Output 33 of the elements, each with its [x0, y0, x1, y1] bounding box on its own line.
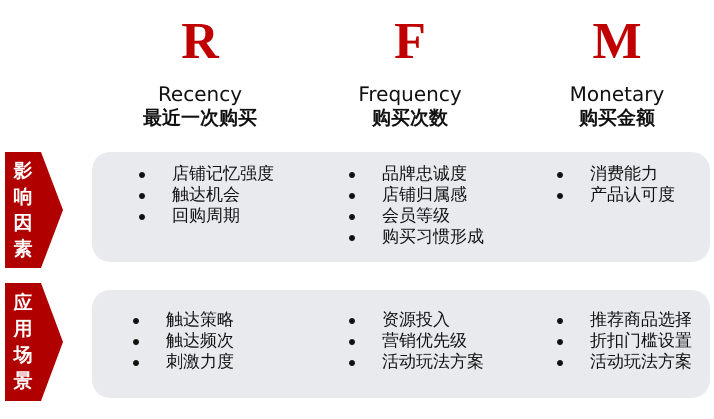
- rounded-panel: [92, 152, 710, 262]
- bullet-item: 店铺归属感: [382, 185, 467, 206]
- bullet-item: 产品认可度: [590, 185, 675, 206]
- bullet-item: 品牌忠诚度: [382, 164, 467, 185]
- row-heading: 应用场景: [13, 291, 33, 394]
- bullet-item: 触达频次: [166, 331, 234, 352]
- bullet-item: 触达机会: [172, 185, 240, 206]
- bullet-item: 刺激力度: [166, 352, 234, 373]
- bullet-item: 触达策略: [166, 310, 234, 331]
- bullet-item: 会员等级: [382, 206, 450, 227]
- bullet-item: 购买习惯形成: [382, 227, 484, 248]
- chevron-banner: [5, 152, 63, 268]
- column-subtitle: 最近一次购买: [142, 106, 258, 130]
- column-title: Monetary: [568, 82, 666, 106]
- chevron-banner: [5, 283, 63, 401]
- bullet-item: 推荐商品选择: [590, 310, 692, 331]
- bullet-item: 营销优先级: [382, 331, 467, 352]
- bullet-item: 活动玩法方案: [590, 352, 692, 373]
- bullet-item: 活动玩法方案: [382, 352, 484, 373]
- column-letter: F: [393, 14, 427, 70]
- rounded-panel: [92, 290, 710, 398]
- column-subtitle: 购买次数: [370, 106, 449, 130]
- bullet-item: 店铺记忆强度: [172, 164, 274, 185]
- bullet-item: 回购周期: [172, 206, 240, 227]
- column-letter: R: [180, 14, 220, 70]
- row-heading: 影响因素: [13, 159, 33, 262]
- bullet-item: 资源投入: [382, 310, 450, 331]
- column-subtitle: 购买金额: [578, 106, 656, 130]
- bullet-item: 消费能力: [590, 164, 658, 185]
- bullet-item: 折扣门槛设置: [590, 331, 692, 352]
- column-title: Frequency: [357, 82, 463, 106]
- column-letter: M: [591, 14, 643, 70]
- column-title: Recency: [156, 82, 244, 106]
